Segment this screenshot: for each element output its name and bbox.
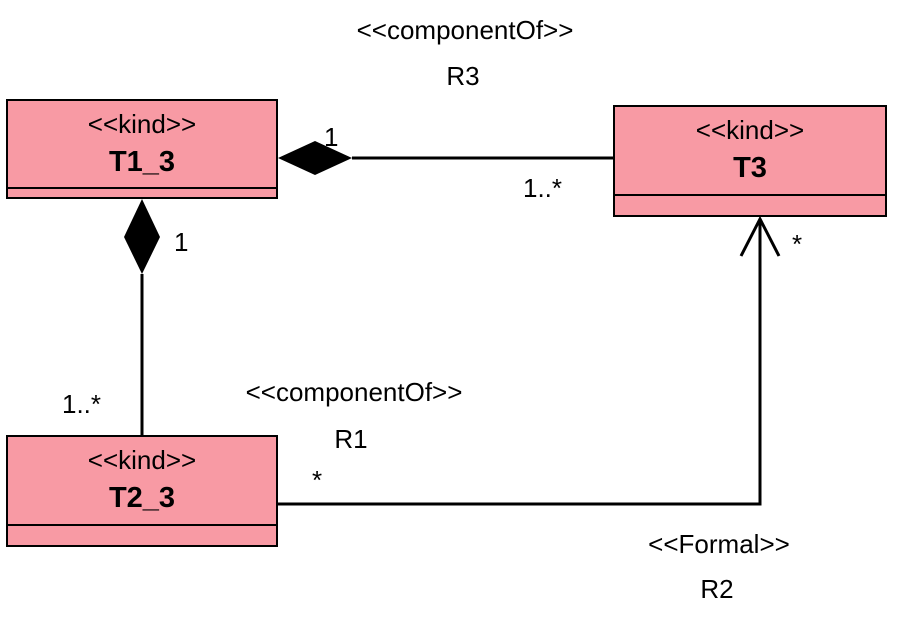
class-t2-3-stereotype: <<kind>>	[87, 445, 197, 475]
r2-association-line[interactable]	[278, 219, 762, 506]
class-t1-3-header: <<kind>> T1_3	[8, 101, 276, 189]
class-t3-header: <<kind>> T3	[615, 107, 885, 196]
class-t2-3-name: T2_3	[108, 482, 176, 514]
r2-stereotype-label: <<Formal>>	[648, 529, 790, 559]
r2-target-multiplicity: *	[792, 229, 803, 259]
r1-composition-diamond-icon	[124, 199, 160, 274]
r1-name-label: R1	[334, 424, 368, 454]
r3-whole-multiplicity: 1	[324, 122, 339, 152]
r3-name-label: R3	[446, 61, 480, 91]
r2-open-arrowhead-icon	[739, 215, 781, 257]
class-t2-3[interactable]: <<kind>> T2_3	[6, 435, 278, 547]
class-t1-3-stereotype: <<kind>>	[87, 109, 197, 139]
class-t1-3[interactable]: <<kind>> T1_3	[6, 99, 278, 199]
class-t3[interactable]: <<kind>> T3	[613, 105, 887, 217]
r3-composition-diamond-icon	[278, 141, 352, 175]
r1-stereotype-label: <<componentOf>>	[245, 377, 463, 407]
r1-part-multiplicity: 1..*	[62, 389, 102, 419]
class-t3-name: T3	[733, 152, 767, 184]
r2-name-label: R2	[700, 574, 734, 604]
r3-part-multiplicity: 1..*	[523, 173, 563, 203]
class-t1-3-name: T1_3	[108, 146, 176, 178]
r2-source-multiplicity: *	[312, 465, 323, 495]
r3-stereotype-label: <<componentOf>>	[356, 15, 574, 45]
r1-whole-multiplicity: 1	[174, 227, 189, 257]
class-t3-stereotype: <<kind>>	[695, 115, 805, 145]
class-t2-3-header: <<kind>> T2_3	[8, 437, 276, 526]
